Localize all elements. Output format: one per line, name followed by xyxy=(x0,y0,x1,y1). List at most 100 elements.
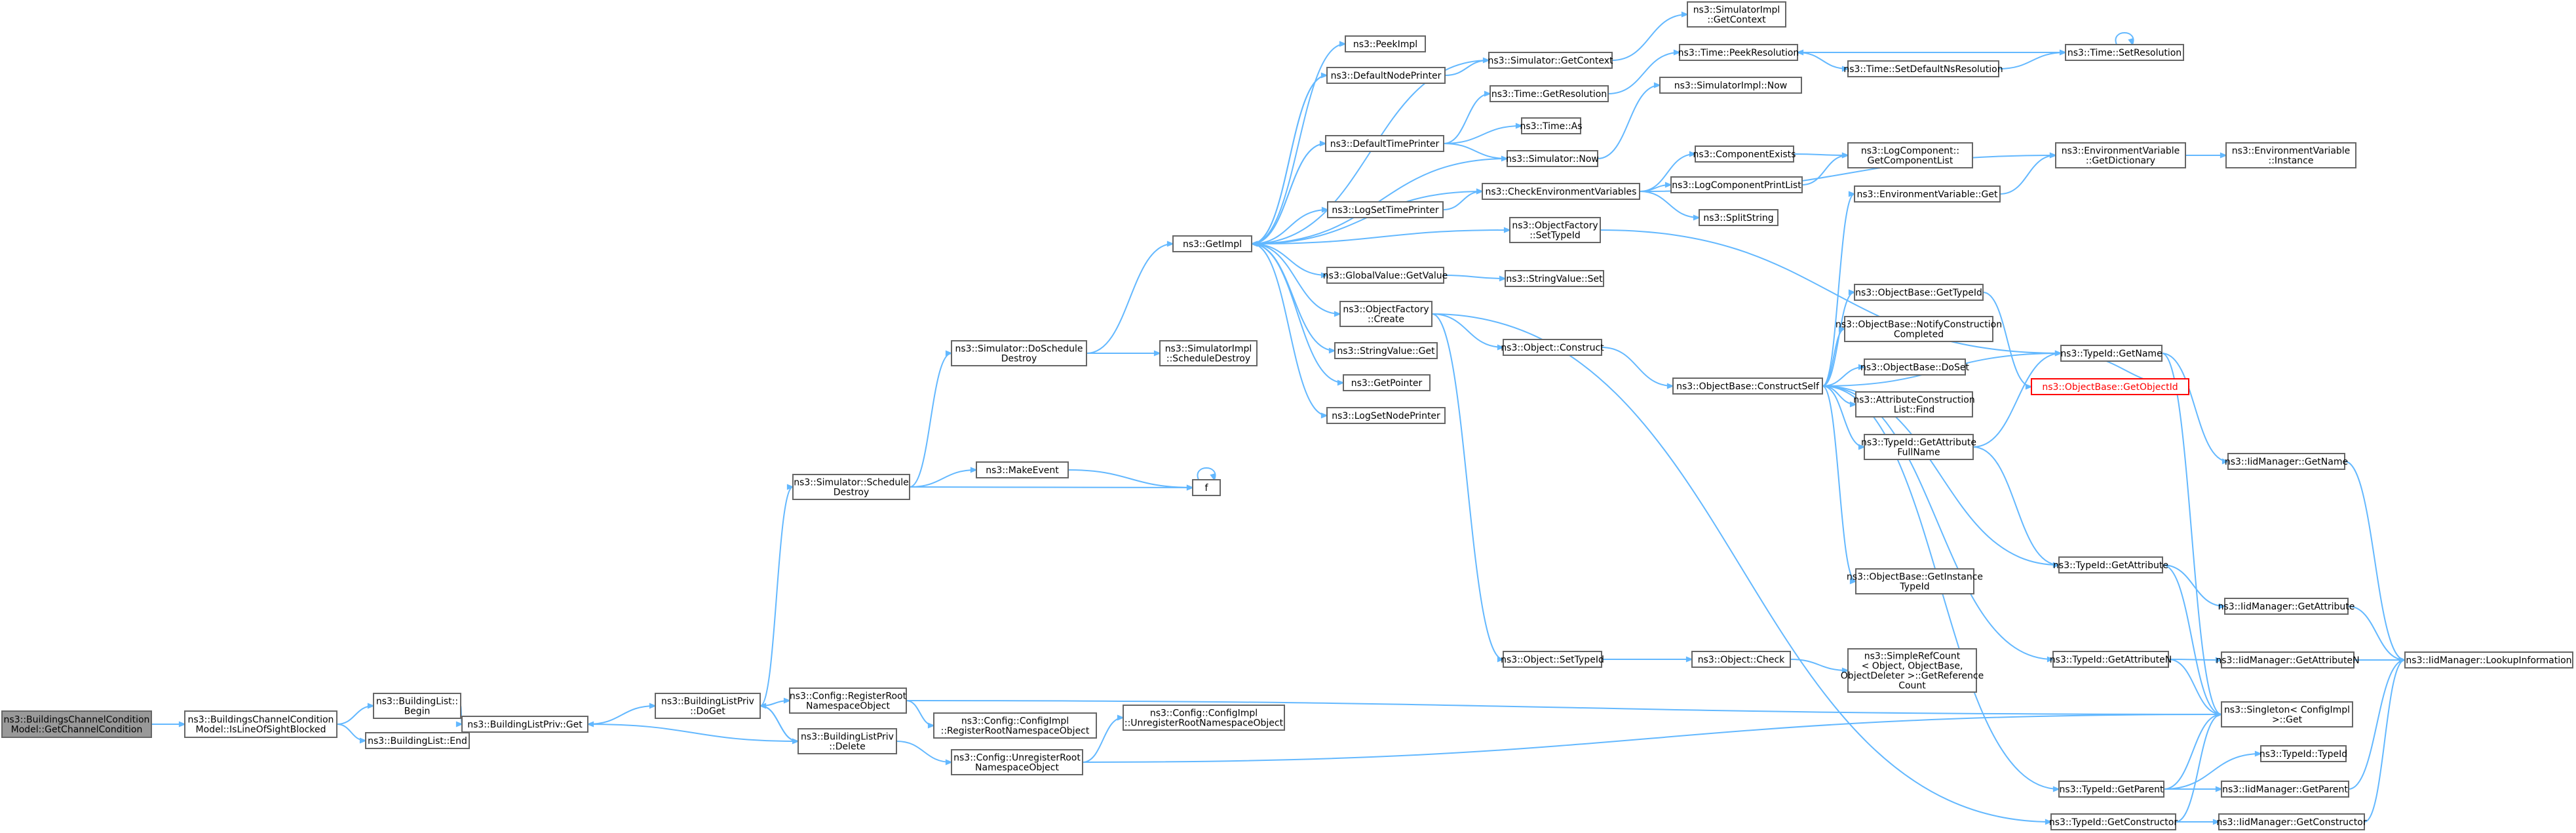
node-blp-do-get[interactable]: ns3::BuildingListPriv::DoGet xyxy=(655,693,761,719)
edge-ofSetTypeId-to-tidGetName xyxy=(1600,229,2062,354)
node-label: GetComponentList xyxy=(1868,156,1953,166)
edge-arrowhead xyxy=(2398,657,2407,663)
node-tid-type-id[interactable]: ns3::TypeId::TypeId xyxy=(2259,745,2347,762)
node-obj-set-type-id[interactable]: ns3::Object::SetTypeId xyxy=(1501,651,1604,668)
node-peek-impl[interactable]: ns3::PeekImpl xyxy=(1345,35,1426,52)
node-time-set-def-ns[interactable]: ns3::Time::SetDefaultNsResolution xyxy=(1843,60,2003,77)
node-sv-set[interactable]: ns3::StringValue::Set xyxy=(1505,270,1604,287)
node-tid-get-ctor[interactable]: ns3::TypeId::GetConstructor xyxy=(2049,813,2178,830)
node-env-instance[interactable]: ns3::EnvironmentVariable::Instance xyxy=(2225,142,2356,168)
node-label: ns3::ObjectBase::GetTypeId xyxy=(1855,288,1982,298)
node-sim-impl-sched-destroy[interactable]: ns3::SimulatorImpl::ScheduleDestroy xyxy=(1159,340,1258,366)
node-time-peek-res[interactable]: ns3::Time::PeekResolution xyxy=(1678,44,1799,61)
node-sim-impl-now[interactable]: ns3::SimulatorImpl::Now xyxy=(1659,77,1802,94)
node-singleton-get[interactable]: ns3::Singleton< ConfigImpl >::Get xyxy=(2221,701,2353,727)
node-box xyxy=(1699,209,1778,226)
node-iid-get-name[interactable]: ns3::IidManager::GetName xyxy=(2225,453,2348,470)
node-sim-impl-get-context[interactable]: ns3::SimulatorImpl::GetContext xyxy=(1687,1,1786,28)
node-of-set-type-id[interactable]: ns3::ObjectFactory::SetTypeId xyxy=(1509,217,1601,243)
edge-gvGetValue-to-svSet xyxy=(1443,275,1506,279)
node-box xyxy=(1847,648,1977,693)
node-def-time-printer[interactable]: ns3::DefaultTimePrinter xyxy=(1325,135,1444,152)
node-obj-construct[interactable]: ns3::Object::Construct xyxy=(1501,339,1604,356)
node-box xyxy=(2058,781,2164,798)
node-def-node-printer[interactable]: ns3::DefaultNodePrinter xyxy=(1326,67,1446,84)
node-label: ns3::ObjectBase::NotifyConstruction xyxy=(1836,320,2002,330)
node-bl-end[interactable]: ns3::BuildingList::End xyxy=(365,732,470,749)
node-log-comp-print-list[interactable]: ns3::LogComponentPrintList xyxy=(1670,176,1803,193)
node-time-set-res[interactable]: ns3::Time::SetResolution xyxy=(2065,44,2184,61)
node-sim-now[interactable]: ns3::Simulator::Now xyxy=(1506,150,1599,167)
node-label: ns3::StringValue::Get xyxy=(1337,346,1435,357)
node-box xyxy=(1847,142,1973,168)
node-tid-get-attr[interactable]: ns3::TypeId::GetAttribute xyxy=(2053,556,2168,573)
edge-cfgUnreg-to-singletonGet xyxy=(1082,714,2222,763)
node-ob-notify[interactable]: ns3::ObjectBase::NotifyConstructionCompl… xyxy=(1836,316,2002,342)
edge-simSchedDestroy-to-f xyxy=(909,486,1193,488)
node-log-set-node-printer[interactable]: ns3::LogSetNodePrinter xyxy=(1326,407,1446,424)
node-tid-get-attr-n[interactable]: ns3::TypeId::GetAttributeN xyxy=(2050,651,2172,668)
node-log-comp-get-list[interactable]: ns3::LogComponent::GetComponentList xyxy=(1847,142,1973,168)
node-env-get-dict[interactable]: ns3::EnvironmentVariable::GetDictionary xyxy=(2055,142,2186,168)
node-log-set-time-printer[interactable]: ns3::LogSetTimePrinter xyxy=(1327,201,1444,218)
node-tid-get-parent[interactable]: ns3::TypeId::GetParent xyxy=(2058,781,2164,798)
node-tid-get-name[interactable]: ns3::TypeId::GetName xyxy=(2060,345,2163,362)
node-box xyxy=(2031,378,2189,395)
node-ob-get-type-id[interactable]: ns3::ObjectBase::GetTypeId xyxy=(1854,284,1984,301)
node-box xyxy=(1679,44,1798,61)
node-box xyxy=(1503,339,1602,356)
node-get-impl[interactable]: ns3::GetImpl xyxy=(1172,235,1252,252)
node-cfg-reg[interactable]: ns3::Config::RegisterRootNamespaceObject xyxy=(789,688,907,714)
node-label: ns3::LogSetTimePrinter xyxy=(1332,205,1439,216)
node-cfg-impl-reg[interactable]: ns3::Config::ConfigImpl::RegisterRootNam… xyxy=(933,712,1097,739)
node-is-l-o-s[interactable]: ns3::BuildingsChannelConditionModel::IsL… xyxy=(184,710,337,738)
node-split-string[interactable]: ns3::SplitString xyxy=(1699,209,1778,226)
node-label: ns3::IidManager::GetName xyxy=(2225,457,2348,467)
node-get-pointer[interactable]: ns3::GetPointer xyxy=(1343,374,1431,391)
node-bl-begin[interactable]: ns3::BuildingList::Begin xyxy=(373,693,461,719)
node-check-env[interactable]: ns3::CheckEnvironmentVariables xyxy=(1482,183,1640,200)
node-gv-get-value[interactable]: ns3::GlobalValue::GetValue xyxy=(1323,267,1448,284)
node-label: ns3::GetPointer xyxy=(1351,378,1423,389)
node-comp-exists[interactable]: ns3::ComponentExists xyxy=(1693,145,1796,163)
node-label: ns3::Object::Check xyxy=(1698,655,1785,665)
node-sim-sched-destroy[interactable]: ns3::Simulator::ScheduleDestroy xyxy=(792,474,910,500)
node-blp-delete[interactable]: ns3::BuildingListPriv::Delete xyxy=(798,728,897,754)
node-cfg-unreg[interactable]: ns3::Config::UnregisterRootNamespaceObje… xyxy=(951,749,1083,775)
node-time-get-res[interactable]: ns3::Time::GetResolution xyxy=(1490,85,1609,102)
node-iid-get-attr[interactable]: ns3::IidManager::GetAttribute xyxy=(2218,598,2355,615)
node-obj-check[interactable]: ns3::Object::Check xyxy=(1691,651,1791,668)
node-f[interactable]: f xyxy=(1192,479,1221,496)
node-env-get[interactable]: ns3::EnvironmentVariable::Get xyxy=(1854,185,2001,203)
edge-arrowhead xyxy=(758,703,767,709)
node-label: ::Instance xyxy=(2269,156,2314,166)
node-ob-construct-self[interactable]: ns3::ObjectBase::ConstructSelf xyxy=(1672,378,1823,395)
node-cfg-impl-unreg[interactable]: ns3::Config::ConfigImpl::UnregisterRootN… xyxy=(1123,705,1285,731)
node-sv-get[interactable]: ns3::StringValue::Get xyxy=(1334,342,1438,359)
node-time-as[interactable]: ns3::Time::As xyxy=(1520,117,1583,134)
node-iid-get-attr-n[interactable]: ns3::IidManager::GetAttributeN xyxy=(2216,651,2360,668)
node-root[interactable]: ns3::BuildingsChannelConditionModel::Get… xyxy=(1,710,152,738)
edge-tidGetAttrN-to-iidGetAttrN xyxy=(2168,659,2222,661)
node-blp-get[interactable]: ns3::BuildingListPriv::Get xyxy=(461,716,588,733)
node-ob-get-object-id[interactable]: ns3::ObjectBase::GetObjectId xyxy=(2031,378,2189,395)
edge-arrowhead xyxy=(2049,152,2058,159)
node-of-create[interactable]: ns3::ObjectFactory::Create xyxy=(1339,301,1432,327)
node-box xyxy=(2050,813,2176,830)
node-label: ::Create xyxy=(1368,315,1404,325)
edge-arrowhead xyxy=(1497,344,1505,351)
edge-tidGetParent-to-singletonGet xyxy=(2163,714,2222,790)
node-src-get-ref[interactable]: ns3::SimpleRefCount< Object, ObjectBase,… xyxy=(1841,648,1984,693)
node-iid-lookup[interactable]: ns3::IidManager::LookupInformation xyxy=(2404,651,2573,668)
edge-arrowhead xyxy=(1484,90,1492,97)
node-iid-get-parent[interactable]: ns3::IidManager::GetParent xyxy=(2221,781,2349,798)
node-iid-get-ctor[interactable]: ns3::IidManager::GetConstructor xyxy=(2216,813,2367,830)
node-make-event[interactable]: ns3::MakeEvent xyxy=(976,461,1069,478)
node-ob-do-set[interactable]: ns3::ObjectBase::DoSet xyxy=(1860,358,1969,376)
node-sim-get-context[interactable]: ns3::Simulator::GetContext xyxy=(1488,52,1613,69)
edge-arrowhead xyxy=(1689,151,1697,157)
